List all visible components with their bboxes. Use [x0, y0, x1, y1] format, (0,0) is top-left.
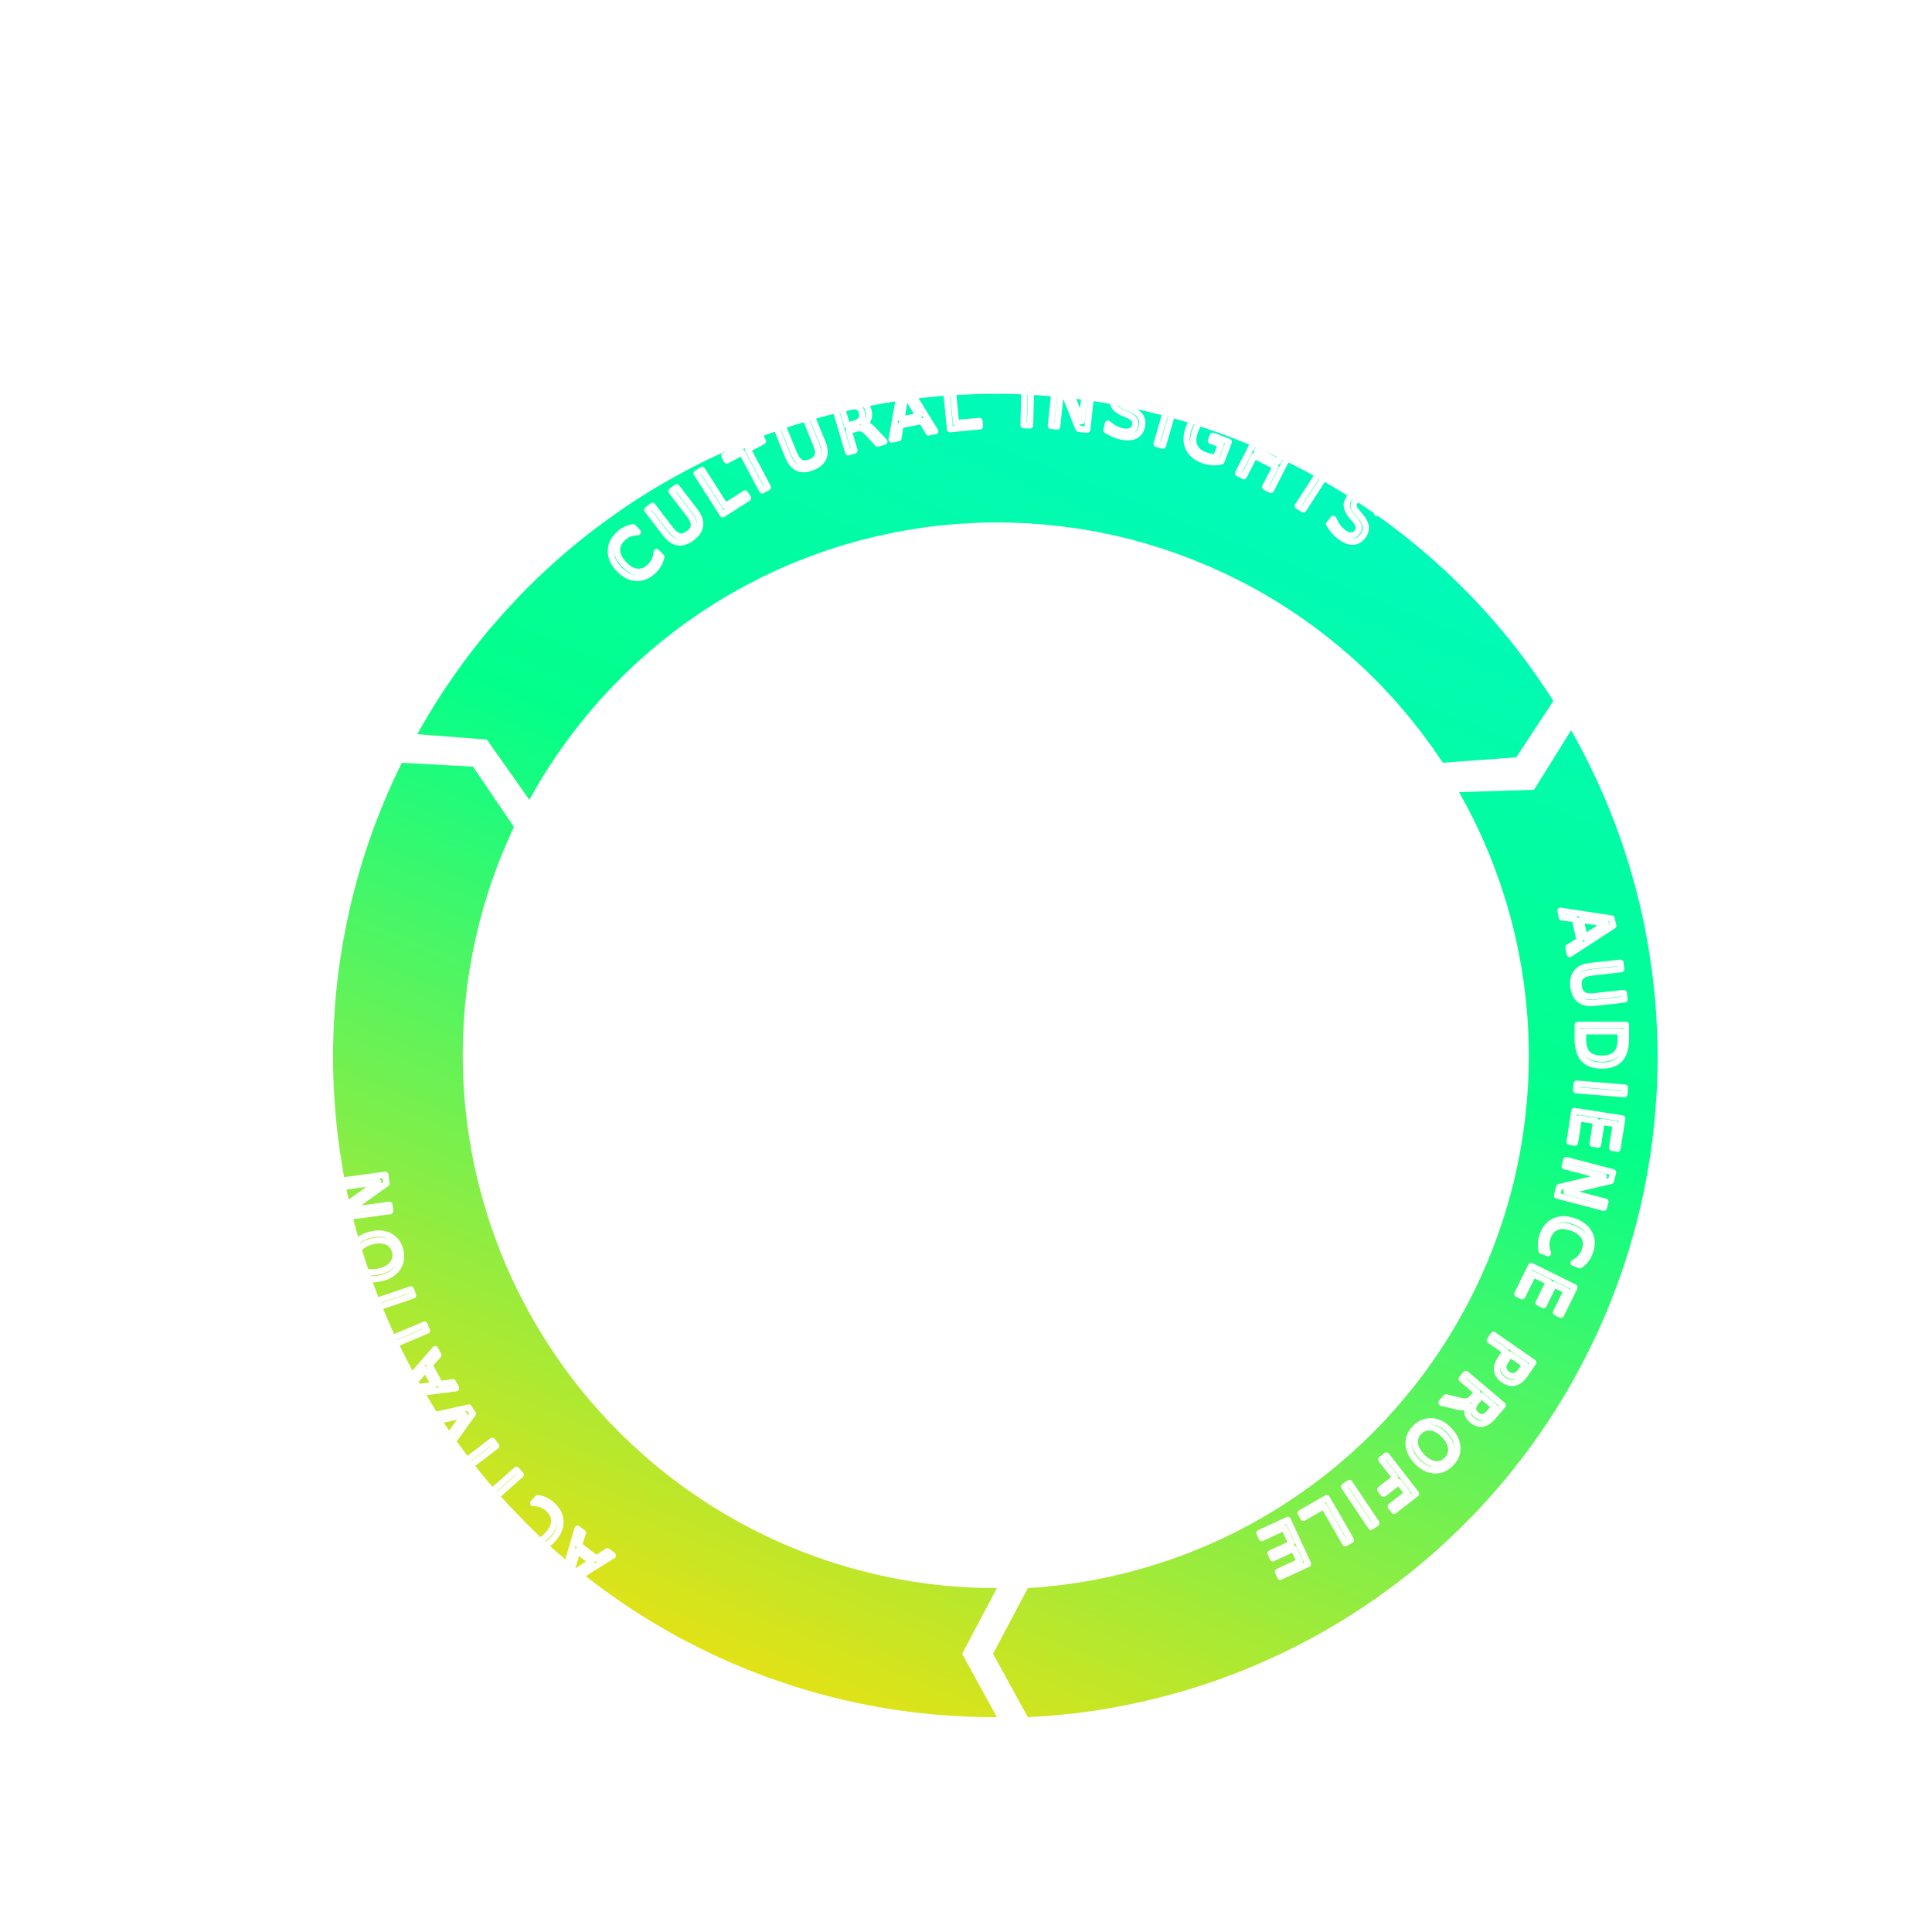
segment-activation[interactable]	[332, 763, 997, 1718]
segment-cultural-insights[interactable]	[417, 393, 1553, 800]
ring	[332, 393, 1658, 1718]
segment-audience-profile[interactable]	[993, 730, 1658, 1717]
segment-label-audience-profile: AUDIENCE PROFILE	[1242, 897, 1639, 1594]
